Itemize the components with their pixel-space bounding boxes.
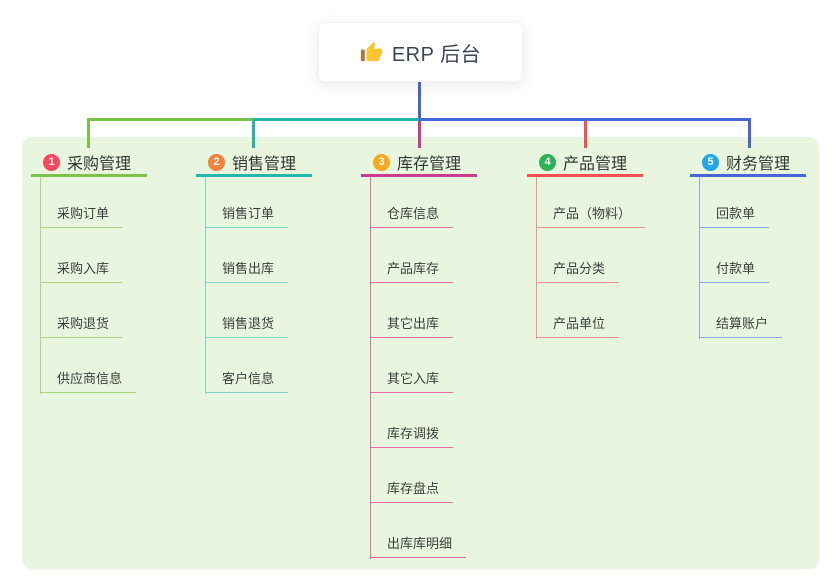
child-node[interactable]: 出库库明细 [370,533,467,558]
branch-spine-line [536,177,537,339]
child-node[interactable]: 其它入库 [370,368,454,393]
branch-node-label: 采购管理 [67,156,132,173]
child-node[interactable]: 销售出库 [205,258,289,283]
branch-number-badge: 5 [702,153,719,171]
child-row: 采购入库 [31,228,136,283]
child-row: 采购订单 [31,173,136,228]
child-node[interactable]: 销售退货 [205,313,289,338]
branch-drop-line [252,120,255,148]
branch-spine-line [699,177,700,339]
rail-left-line [87,118,253,121]
rail-mid-line [253,118,419,121]
branch-children: 回款单付款单结算账户 [690,173,783,338]
rail-right-line [419,118,751,121]
child-node[interactable]: 产品分类 [536,258,620,283]
child-row: 其它出库 [361,283,466,338]
branch-node-4[interactable]: 4 产品管理 [527,150,643,177]
child-node[interactable]: 仓库信息 [370,203,454,228]
child-node[interactable]: 库存调拨 [370,423,454,448]
child-row: 销售出库 [196,228,289,283]
child-row: 客户信息 [196,338,289,393]
branch-node-1[interactable]: 1 采购管理 [31,150,147,177]
branch-node-2[interactable]: 2 销售管理 [196,150,312,177]
child-node[interactable]: 产品库存 [370,258,454,283]
child-row: 销售退货 [196,283,289,338]
child-row: 采购退货 [31,283,136,338]
branch-children: 销售订单销售出库销售退货客户信息 [196,173,289,393]
branch-number-badge: 2 [208,153,225,171]
child-row: 产品单位 [527,283,645,338]
branch-drop-line [418,120,421,148]
root-node[interactable]: ERP 后台 [318,22,523,82]
child-node[interactable]: 采购入库 [40,258,124,283]
branch-children: 仓库信息产品库存其它出库其它入库库存调拨库存盘点出库库明细 [361,173,467,558]
root-node-label: ERP 后台 [391,43,482,66]
branch-node-label: 产品管理 [563,156,628,173]
child-node[interactable]: 产品单位 [536,313,620,338]
branch-drop-line [748,120,751,148]
child-node[interactable]: 供应商信息 [40,368,137,393]
branch-node-5[interactable]: 5 财务管理 [690,150,806,177]
branch-node-label: 库存管理 [397,156,462,173]
branch-children: 采购订单采购入库采购退货供应商信息 [31,173,137,393]
child-row: 库存调拨 [361,393,466,448]
branch-node-label: 财务管理 [726,156,791,173]
child-row: 仓库信息 [361,173,466,228]
child-row: 产品（物料） [527,173,646,228]
child-row: 销售订单 [196,173,289,228]
branch-spine-line [205,177,206,394]
child-row: 结算账户 [690,283,783,338]
child-node[interactable]: 其它出库 [370,313,454,338]
child-node[interactable]: 回款单 [699,203,770,228]
child-node[interactable]: 采购退货 [40,313,124,338]
child-row: 其它入库 [361,338,466,393]
child-row: 付款单 [690,228,782,283]
root-stem-line [418,82,421,121]
child-node[interactable]: 客户信息 [205,368,289,393]
child-node[interactable]: 库存盘点 [370,478,454,503]
child-row: 出库库明细 [361,503,467,558]
child-row: 库存盘点 [361,448,466,503]
branch-number-badge: 3 [373,153,390,171]
branch-spine-line [40,177,41,394]
branch-spine-line [370,177,371,559]
branch-drop-line [87,120,90,148]
branch-number-badge: 1 [43,153,60,171]
child-row: 供应商信息 [31,338,137,393]
child-node[interactable]: 采购订单 [40,203,124,228]
branch-drop-line [584,120,587,148]
child-row: 产品库存 [361,228,466,283]
child-node[interactable]: 结算账户 [699,313,783,338]
child-node[interactable]: 付款单 [699,258,770,283]
child-row: 产品分类 [527,228,645,283]
child-row: 回款单 [690,173,782,228]
child-node[interactable]: 销售订单 [205,203,289,228]
branch-number-badge: 4 [539,153,556,171]
child-node[interactable]: 产品（物料） [536,203,646,228]
branch-node-3[interactable]: 3 库存管理 [361,150,477,177]
branches-panel [22,137,819,569]
thumbs-up-icon [360,41,382,61]
branch-node-label: 销售管理 [232,156,297,173]
branch-children: 产品（物料） 产品分类产品单位 [527,173,646,338]
